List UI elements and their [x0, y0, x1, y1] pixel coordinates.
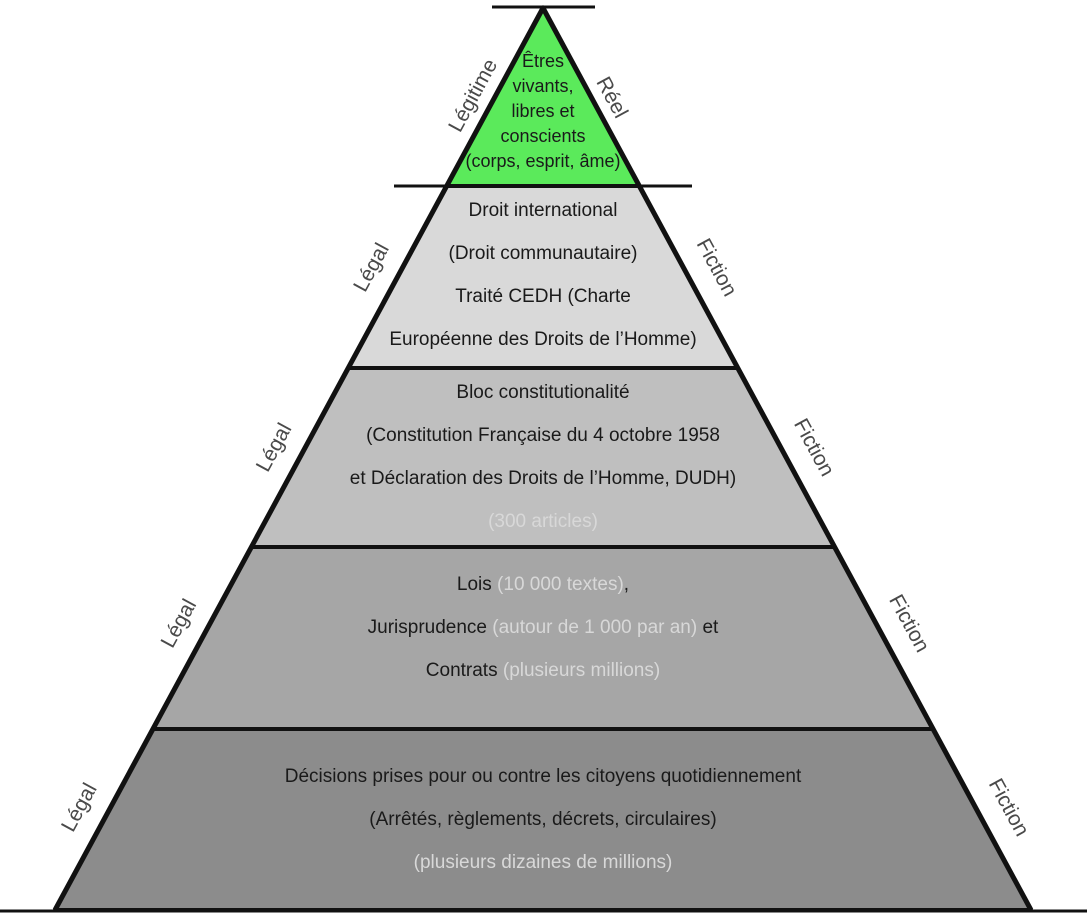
tier-1-line-3: Traité CEDH (Charte [455, 286, 631, 307]
tier-4-line-2: (Arrêtés, règlements, décrets, circulair… [369, 809, 716, 830]
apex-line-4: conscients [500, 126, 585, 146]
tier-4-right-label: Fiction [984, 775, 1034, 840]
tier-2-line-3-seg-1: et Déclaration des Droits de l’Homme, DU… [350, 468, 736, 489]
tier-3-line-2-seg-3: et [697, 617, 719, 638]
tier-3-line-3-seg-1: Contrats [426, 660, 503, 681]
tier-1-line-4-seg-1: Européenne des Droits de l’Homme) [389, 329, 696, 350]
tier-1-line-1: Droit international [469, 200, 618, 221]
tier-2-line-3: et Déclaration des Droits de l’Homme, DU… [350, 468, 736, 489]
tier-4-line-3-seg-1: (plusieurs dizaines de millions) [414, 852, 673, 873]
tier-3-left-label: Légal [157, 595, 202, 651]
tier-4-line-2-seg-1: (Arrêtés, règlements, décrets, circulair… [369, 809, 716, 830]
pyramid-right-edge [540, 6, 1034, 912]
tier-2-line-2: (Constitution Française du 4 octobre 195… [366, 425, 720, 446]
apex-line-1: Êtres [522, 51, 564, 71]
tier-2-line-4-seg-1: (300 articles) [488, 511, 598, 532]
tier-4-line-3: (plusieurs dizaines de millions) [414, 852, 673, 873]
tier-4-line-1: Décisions prises pour ou contre les cito… [285, 766, 802, 787]
tier-3-line-1-seg-1: Lois [457, 574, 497, 595]
tier-1-right-label: Fiction [692, 235, 742, 300]
apex-line-5: (corps, esprit, âme) [465, 151, 620, 171]
tier-2-line-4: (300 articles) [488, 511, 598, 532]
tier-1-line-2-seg-1: (Droit communautaire) [449, 243, 638, 264]
apex-line-2: vivants, [512, 76, 573, 96]
tier-1-line-3-seg-1: Traité CEDH (Charte [455, 286, 631, 307]
tier-4-left-label: Légal [57, 779, 102, 835]
tier-3-line-1-seg-2: (10 000 textes) [497, 574, 624, 595]
tier-3-line-3: Contrats (plusieurs millions) [426, 660, 660, 681]
tier-2-line-1-seg-1: Bloc constitutionalité [456, 382, 629, 403]
tier-3-line-1: Lois (10 000 textes), [457, 574, 629, 595]
tier-3-line-2-seg-2: (autour de 1 000 par an) [492, 617, 697, 638]
tier-2-left-label: Légal [252, 419, 297, 475]
tier-1-left-label: Légal [349, 239, 394, 295]
tier-2-right-label: Fiction [789, 415, 839, 480]
tier-3-line-2: Jurisprudence (autour de 1 000 par an) e… [368, 617, 719, 638]
pyramid-left-edge [52, 6, 546, 912]
tier-1-line-4: Européenne des Droits de l’Homme) [389, 329, 696, 350]
apex-line-3: libres et [511, 101, 574, 121]
tier-3-line-2-seg-1: Jurisprudence [368, 617, 493, 638]
tier-3-line-1-seg-3: , [624, 574, 629, 595]
tier-2-line-1: Bloc constitutionalité [456, 382, 629, 403]
tier-1-line-2: (Droit communautaire) [449, 243, 638, 264]
tier-1-line-1-seg-1: Droit international [469, 200, 618, 221]
tier-3-line-3-seg-2: (plusieurs millions) [503, 660, 660, 681]
tier-3-right-label: Fiction [884, 591, 934, 656]
tier-4-line-1-seg-1: Décisions prises pour ou contre les cito… [285, 766, 802, 787]
tier-2-line-2-seg-1: (Constitution Française du 4 octobre 195… [366, 425, 720, 446]
